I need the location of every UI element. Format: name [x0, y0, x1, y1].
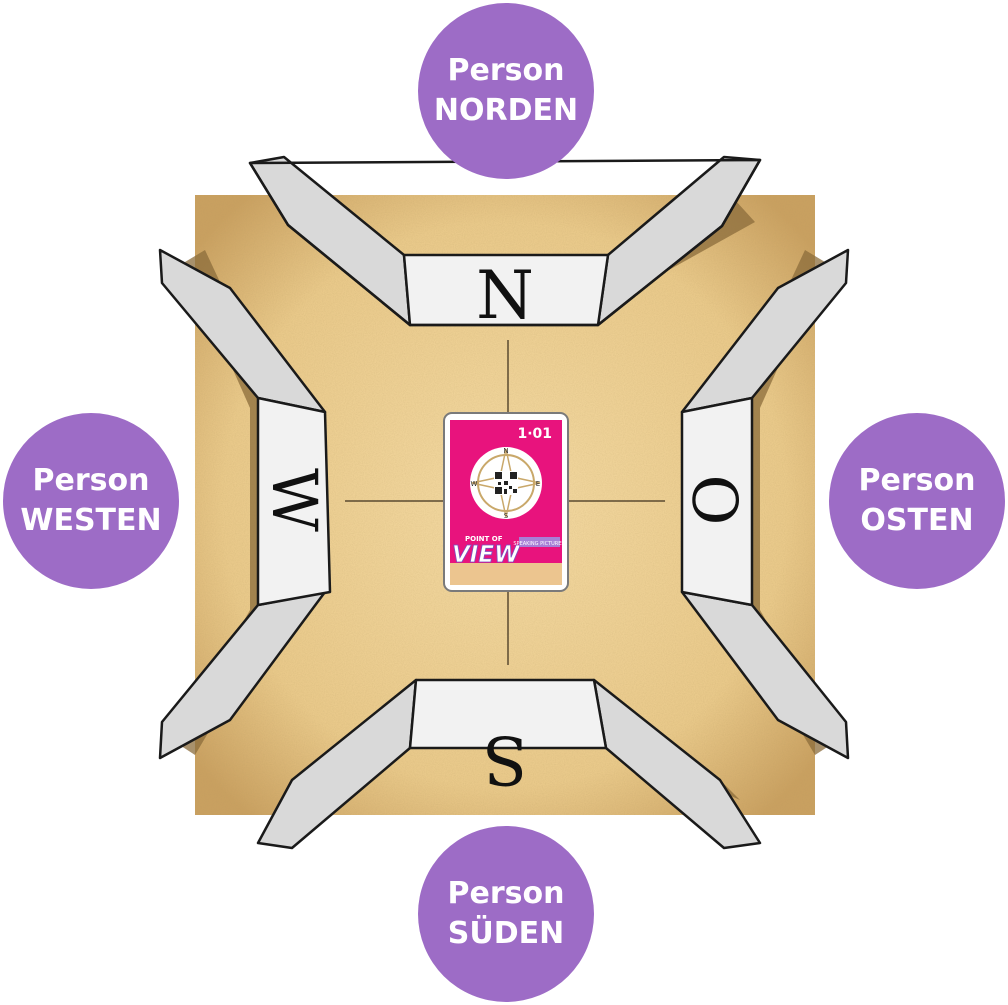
card-logo: VIEW — [452, 542, 521, 568]
wall-letter-south: S — [482, 721, 527, 798]
board-crosshair — [345, 340, 665, 665]
card-compass-inner — [477, 454, 535, 512]
card-qr-code-icon — [494, 471, 518, 495]
card-tag: SPEAKING PICTURES — [513, 541, 564, 547]
wall-letter-north: N — [476, 257, 534, 334]
person-south-circle: Person SÜDEN — [418, 826, 594, 1002]
wall-north — [248, 155, 762, 327]
wall-south — [256, 678, 762, 850]
card-logo-small: POINT OF — [465, 535, 503, 543]
wall-west — [158, 248, 332, 760]
person-west-circle: Person WESTEN — [3, 413, 179, 589]
wall-east — [680, 248, 850, 760]
person-west-direction: WESTEN — [20, 503, 162, 538]
person-south-label: Person — [447, 876, 565, 911]
card-compass-w: W — [471, 480, 478, 488]
person-east-label: Person — [858, 463, 976, 498]
person-south-direction: SÜDEN — [447, 916, 565, 951]
card-sand-area — [450, 563, 562, 585]
card-compass-e: E — [536, 480, 540, 488]
card-compass-s: S — [504, 512, 509, 520]
person-north-direction: NORDEN — [433, 93, 579, 128]
game-card[interactable]: 1·01 N S W E POINT OF VIEW SPEAKING PICT… — [443, 412, 569, 592]
person-east-circle: Person OSTEN — [829, 413, 1005, 589]
wall-letter-east: O — [680, 475, 753, 526]
person-north-label: Person — [447, 53, 565, 88]
person-west-label: Person — [32, 463, 150, 498]
card-number: 1·01 — [517, 426, 552, 442]
card-compass-n: N — [503, 447, 508, 455]
wall-letter-west: W — [258, 468, 331, 532]
person-north-circle: Person NORDEN — [418, 3, 594, 179]
card-tag-bg — [519, 537, 560, 547]
person-east-direction: OSTEN — [860, 503, 974, 538]
